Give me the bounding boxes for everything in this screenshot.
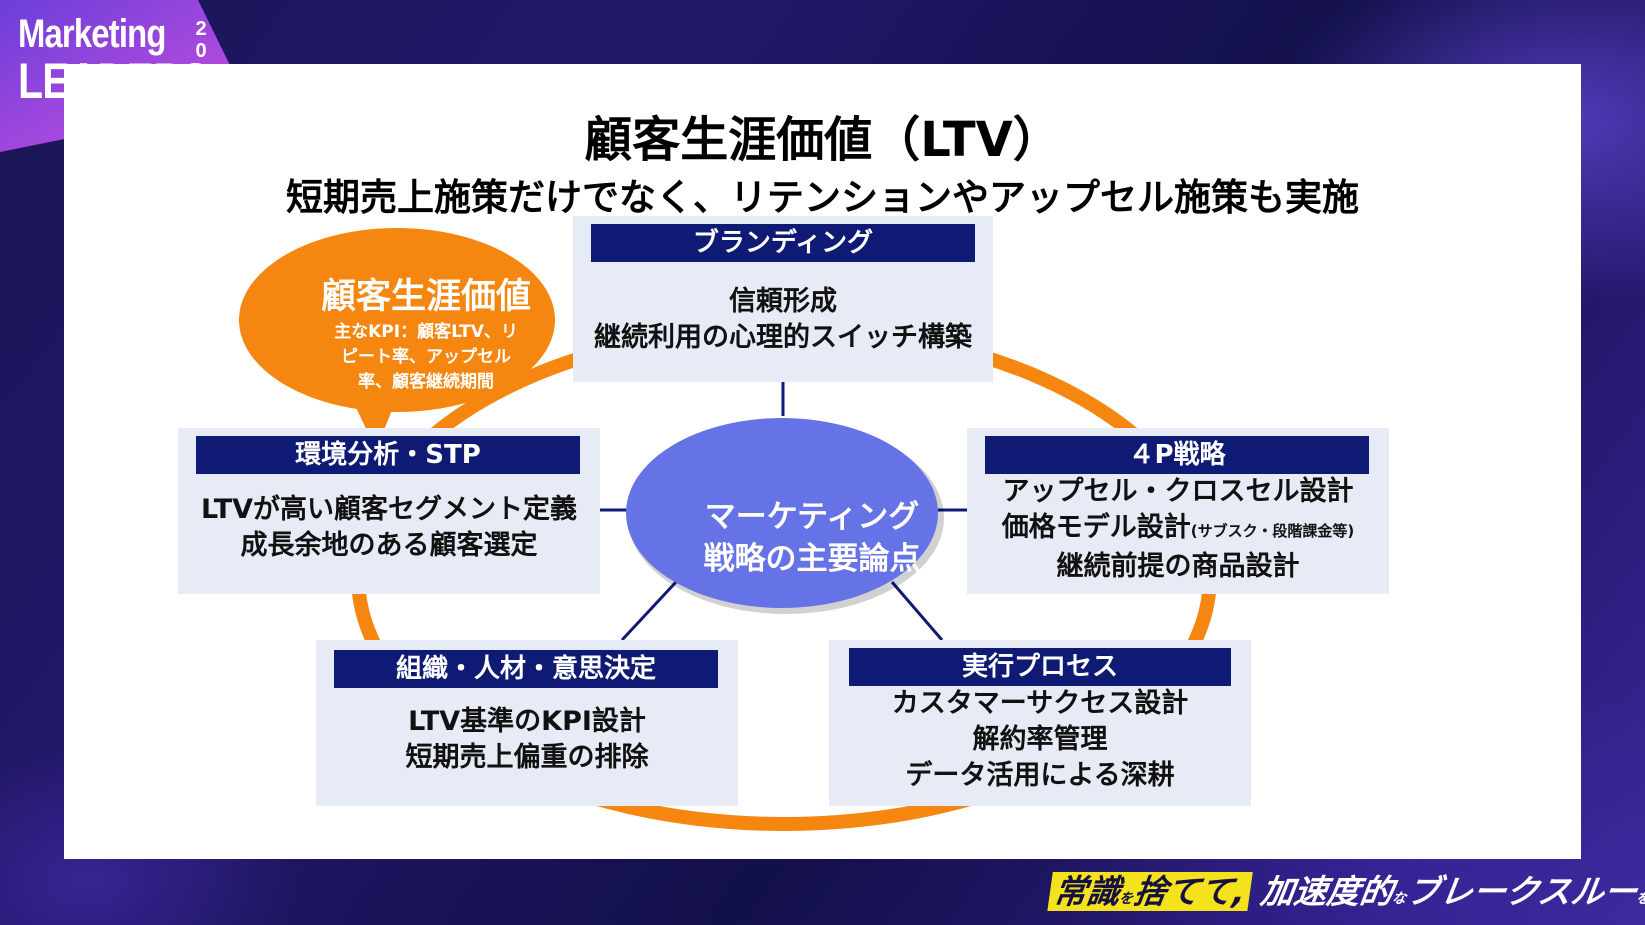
bubble-line1: 主なKPI：顧客LTV、リ xyxy=(334,322,518,342)
box-branding: ブランディング 信頼形成 継続利用の心理的スイッチ構築 xyxy=(573,216,993,382)
bubble-kpi-text: 主なKPI：顧客LTV、リ ピート率、アップセル 率、顧客継続期間 xyxy=(300,320,552,395)
box-execution-line: データ活用による深耕 xyxy=(905,760,1175,791)
box-4p-line: 価格モデル設計 xyxy=(1001,512,1191,543)
box-organization-line: 短期売上偏重の排除 xyxy=(405,742,649,773)
box-environment-line: LTVが高い顧客セグメント定義 xyxy=(200,494,578,525)
tagline: 常識を捨てて, 加速度的なブレークスルーを起こす xyxy=(1046,866,1645,918)
diagram-graphics xyxy=(239,228,1217,831)
box-organization-header: 組織・人材・意思決定 xyxy=(334,650,718,688)
box-environment-header: 環境分析・STP xyxy=(196,436,580,474)
box-organization-line: LTV基準のKPI設計 xyxy=(408,706,646,737)
tagline-part: ブレークスルー xyxy=(1404,872,1640,911)
center-line1: マーケティング xyxy=(704,499,920,535)
box-branding-header: ブランディング xyxy=(591,224,975,262)
bubble-line2: ピート率、アップセル xyxy=(341,347,511,367)
box-environment-stp: 環境分析・STP LTVが高い顧客セグメント定義 成長余地のある顧客選定 xyxy=(178,428,600,594)
box-4p-line-with-note: 価格モデル設計(サブスク・段階課金等) xyxy=(967,510,1389,549)
tagline-highlight: 常識を捨てて, xyxy=(1047,872,1253,911)
bubble-title: 顧客生涯価値 xyxy=(320,277,531,317)
tagline-part: 加速度的 xyxy=(1258,872,1396,911)
box-environment-body: LTVが高い顧客セグメント定義 成長余地のある顧客選定 xyxy=(178,492,600,564)
box-execution-line: 解約率管理 xyxy=(972,724,1108,755)
box-4p-line: アップセル・クロスセル設計 xyxy=(1002,476,1354,507)
box-organization-body: LTV基準のKPI設計 短期売上偏重の排除 xyxy=(316,704,738,776)
box-environment-line: 成長余地のある顧客選定 xyxy=(240,530,538,561)
box-organization: 組織・人材・意思決定 LTV基準のKPI設計 短期売上偏重の排除 xyxy=(316,640,738,806)
center-label: マーケティング 戦略の主要論点 xyxy=(667,496,957,580)
tagline-part: を起こす xyxy=(1634,891,1645,907)
box-branding-line: 継続利用の心理的スイッチ構築 xyxy=(594,322,972,353)
bubble-ellipse xyxy=(239,228,555,412)
bubble-line3: 率、顧客継続期間 xyxy=(358,372,494,392)
box-branding-body: 信頼形成 継続利用の心理的スイッチ構築 xyxy=(573,284,993,356)
tagline-part: 常識 xyxy=(1051,872,1123,911)
center-ellipse xyxy=(626,418,938,608)
box-4p-note: (サブスク・段階課金等) xyxy=(1190,522,1355,540)
box-execution-process: 実行プロセス カスタマーサクセス設計 解約率管理 データ活用による深耕 xyxy=(829,640,1251,806)
center-line2: 戦略の主要論点 xyxy=(703,541,921,577)
connector-bottom-right xyxy=(890,581,944,641)
slide-subtitle: 短期売上施策だけでなく、リテンションやアップセル施策も実施 xyxy=(286,176,1359,219)
box-4p-strategy: ４P戦略 アップセル・クロスセル設計 価格モデル設計(サブスク・段階課金等) 継… xyxy=(967,428,1389,594)
slide: 顧客生涯価値（LTV） 短期売上施策だけでなく、リテンションやアップセル施策も実… xyxy=(64,64,1581,859)
logo-line1: Marketing xyxy=(18,12,166,56)
box-execution-header: 実行プロセス xyxy=(849,648,1231,686)
tagline-part: 捨てて, xyxy=(1131,872,1249,911)
box-4p-line: 継続前提の商品設計 xyxy=(1056,551,1300,582)
box-execution-line: カスタマーサクセス設計 xyxy=(891,688,1189,719)
slide-title: 顧客生涯価値（LTV） xyxy=(584,112,1061,168)
box-4p-header: ４P戦略 xyxy=(985,436,1369,474)
box-4p-body: アップセル・クロスセル設計 価格モデル設計(サブスク・段階課金等) 継続前提の商… xyxy=(967,474,1389,585)
connector-bottom-left xyxy=(620,580,678,642)
box-execution-body: カスタマーサクセス設計 解約率管理 データ活用による深耕 xyxy=(829,686,1251,794)
box-branding-line: 信頼形成 xyxy=(729,286,837,317)
